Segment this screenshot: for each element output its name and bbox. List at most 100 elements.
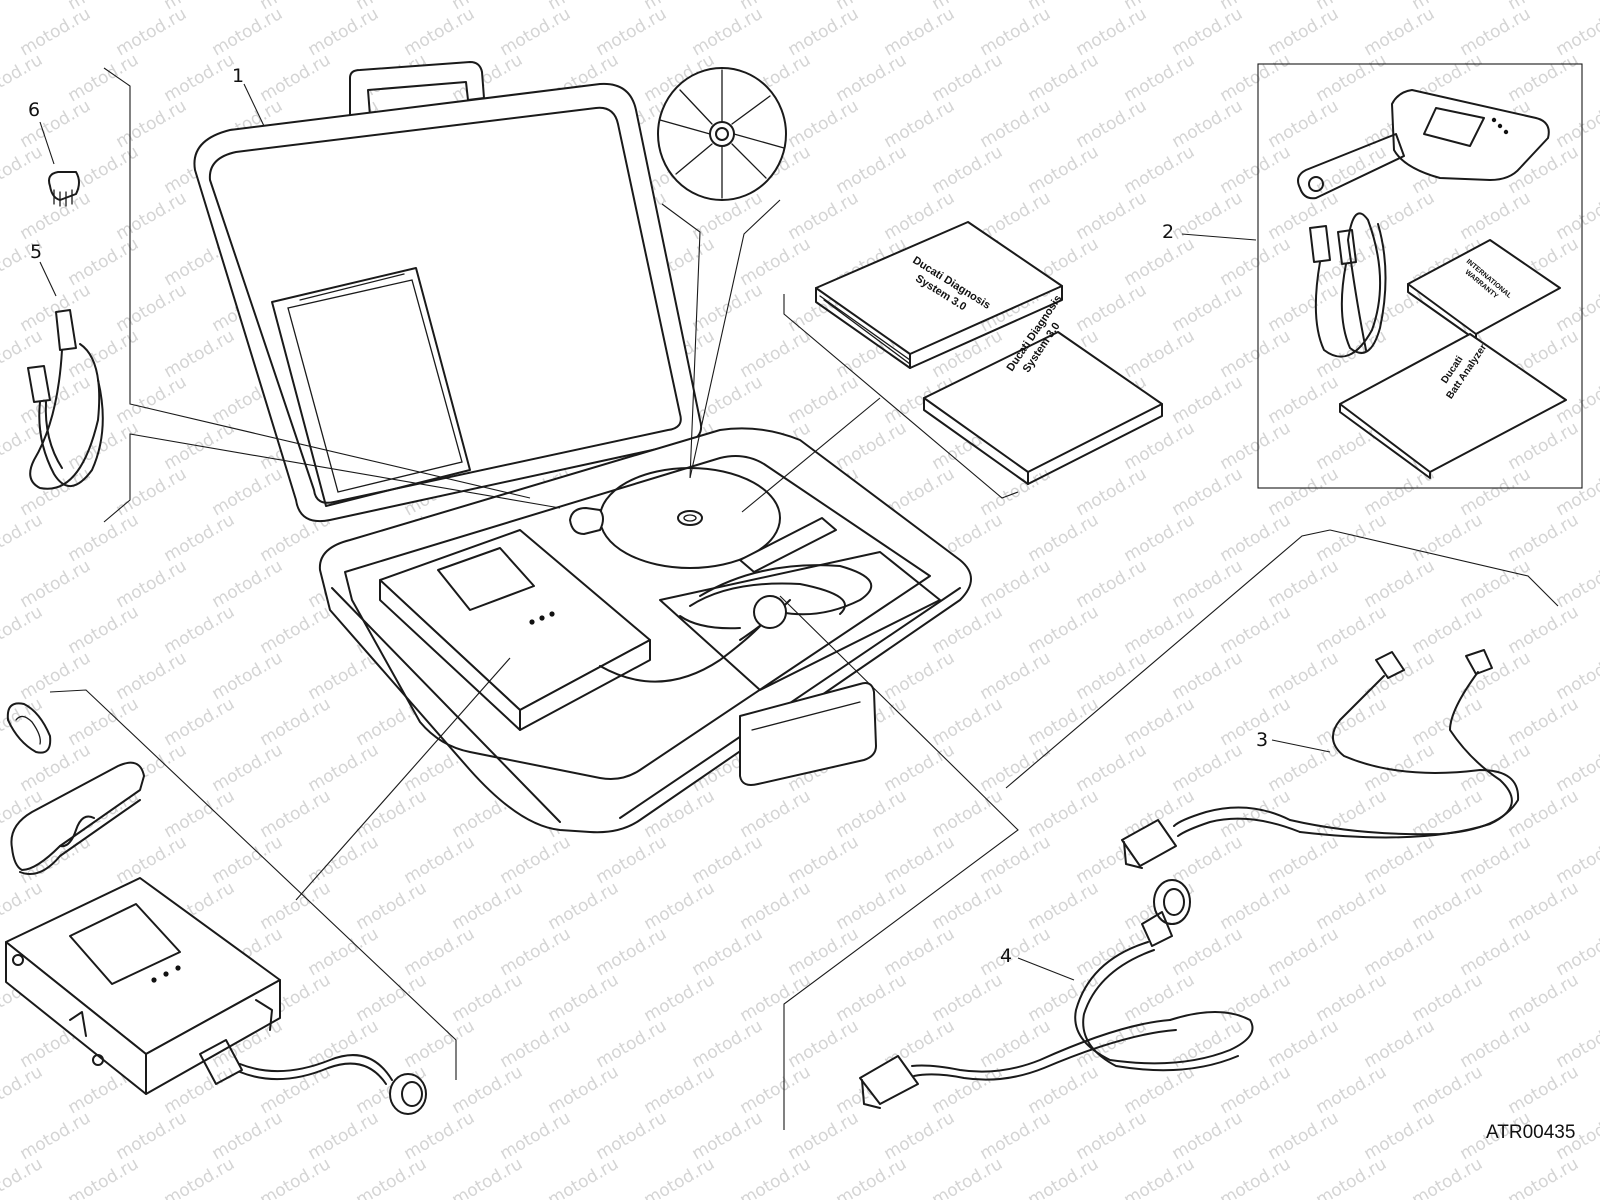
watermark-text: motod.ru [1409,878,1487,934]
callout-2: 2 [1162,221,1174,243]
watermark-text: motod.ru [977,740,1055,796]
watermark-text: motod.ru [1217,1062,1295,1118]
watermark-text: motod.ru [1169,4,1247,60]
watermark-text: motod.ru [1025,510,1103,566]
watermark-text: motod.ru [641,1154,719,1200]
watermark-text: motod.ru [113,280,191,336]
watermark-text: motod.ru [209,1108,287,1164]
watermark-text: motod.ru [1553,740,1600,796]
watermark-text: motod.ru [785,924,863,980]
watermark-text: motod.ru [17,556,95,612]
watermark-text: motod.ru [1025,878,1103,934]
watermark-text: motod.ru [1217,418,1295,474]
watermark-text: motod.ru [1169,740,1247,796]
watermark-text: motod.ru [353,878,431,934]
watermark-text: motod.ru [161,786,239,842]
watermark-text: motod.ru [353,1154,431,1200]
watermark-text: motod.ru [449,878,527,934]
watermark-text: motod.ru [497,1016,575,1072]
watermark-text: motod.ru [1313,878,1391,934]
watermark-text: motod.ru [1265,648,1343,704]
watermark-text: motod.ru [401,832,479,888]
watermark-text: motod.ru [1121,418,1199,474]
watermark-text: motod.ru [785,1016,863,1072]
watermark-text: motod.ru [113,556,191,612]
watermark-text: motod.ru [737,326,815,382]
watermark-text: motod.ru [1553,1016,1600,1072]
watermark-text: motod.ru [881,648,959,704]
watermark-text: motod.ru [209,556,287,612]
watermark-text: motod.ru [209,4,287,60]
watermark-text: motod.ru [1553,556,1600,612]
watermark-text: motod.ru [401,924,479,980]
watermark-text: motod.ru [545,1154,623,1200]
watermark-text: motod.ru [1361,556,1439,612]
watermark-text: motod.ru [1073,924,1151,980]
watermark-text: motod.ru [881,4,959,60]
watermark-text: motod.ru [0,326,46,382]
watermark-text: motod.ru [449,1154,527,1200]
watermark-text: motod.ru [593,1108,671,1164]
watermark-text: motod.ru [449,970,527,1026]
watermark-text: motod.ru [977,648,1055,704]
watermark-text: motod.ru [161,694,239,750]
watermark-text: motod.ru [737,1062,815,1118]
watermark-text: motod.ru [1121,602,1199,658]
watermark-text: motod.ru [1073,740,1151,796]
watermark-text: motod.ru [1361,4,1439,60]
watermark-text: motod.ru [977,832,1055,888]
watermark-text: motod.ru [1073,1108,1151,1164]
watermark-text: motod.ru [929,142,1007,198]
watermark-text: motod.ru [545,970,623,1026]
watermark-text: motod.ru [257,602,335,658]
watermark-text: motod.ru [257,1154,335,1200]
watermark-text: motod.ru [1169,648,1247,704]
watermark-text: motod.ru [113,96,191,152]
carry-case [193,61,972,834]
watermark-text: motod.ru [977,556,1055,612]
watermark-text: motod.ru [929,694,1007,750]
watermark-text: motod.ru [1025,50,1103,106]
watermark-text: motod.ru [737,234,815,290]
watermark-text: motod.ru [1457,1016,1535,1072]
watermark-text: motod.ru [833,970,911,1026]
watermark-text: motod.ru [1553,648,1600,704]
callout-4: 4 [1000,945,1012,967]
watermark-text: motod.ru [257,694,335,750]
watermark-text: motod.ru [401,1108,479,1164]
watermark-text: motod.ru [1073,4,1151,60]
watermark-text: motod.ru [689,832,767,888]
watermark-text: motod.ru [1265,924,1343,980]
watermark-text: motod.ru [209,740,287,796]
watermark-text: motod.ru [1313,142,1391,198]
watermark-text: motod.ru [929,50,1007,106]
watermark-text: motod.ru [833,142,911,198]
callout-5: 5 [30,241,42,263]
watermark-text: motod.ru [161,1154,239,1200]
watermark-text: motod.ru [161,602,239,658]
watermark-text: motod.ru [1457,648,1535,704]
watermark-text: motod.ru [1169,556,1247,612]
watermark-text: motod.ru [161,326,239,382]
watermark-text: motod.ru [1217,878,1295,934]
watermark-text: motod.ru [1073,648,1151,704]
watermark-text: motod.ru [257,878,335,934]
watermark-text: motod.ru [833,50,911,106]
watermark-text: motod.ru [689,4,767,60]
watermark-text: motod.ru [1121,694,1199,750]
watermark-text: motod.ru [305,832,383,888]
watermark-text: motod.ru [1025,602,1103,658]
watermark-text: motod.ru [1553,464,1600,520]
watermark-text: motod.ru [1505,1062,1583,1118]
watermark-text: motod.ru [641,1062,719,1118]
watermark-text: motod.ru [1265,556,1343,612]
watermark-text: motod.ru [17,1108,95,1164]
watermark-text: motod.ru [977,96,1055,152]
watermark-text: motod.ru [929,970,1007,1026]
watermark-text: motod.ru [1409,602,1487,658]
watermark-text: motod.ru [737,970,815,1026]
watermark-text: motod.ru [353,786,431,842]
watermark-text: motod.ru [737,1154,815,1200]
watermark-text: motod.ru [785,4,863,60]
watermark-text: motod.ru [305,924,383,980]
